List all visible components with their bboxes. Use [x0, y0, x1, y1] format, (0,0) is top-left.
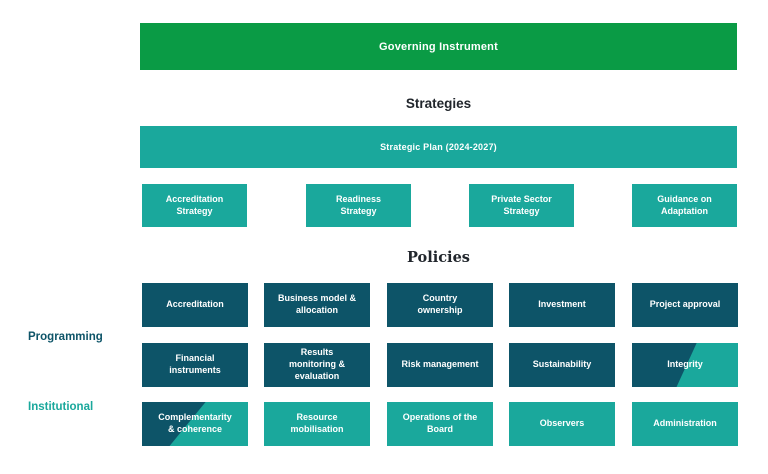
programming-category-label: Programming	[28, 331, 103, 343]
governing-instrument-banner: Governing Instrument	[140, 23, 737, 70]
policy-box-label: Operations of the Board	[402, 412, 478, 434]
policy-box-label: Investment	[538, 299, 586, 310]
policy-box-financial-instruments: Financial instruments	[142, 343, 248, 387]
policy-box-investment: Investment	[509, 283, 615, 327]
policy-box-operations-of-the-board: Operations of the Board	[387, 402, 493, 446]
policy-box-accreditation: Accreditation	[142, 283, 248, 327]
policy-box-label: Project approval	[649, 299, 721, 310]
policy-box-label: Business model & allocation	[277, 293, 357, 315]
strategy-box-label: Private Sector Strategy	[491, 193, 552, 216]
policy-box-label: Financial instruments	[169, 353, 221, 375]
strategy-box-label: Readiness Strategy	[335, 193, 382, 216]
policy-box-label: Risk management	[401, 359, 479, 370]
governing-instrument-label: Governing Instrument	[379, 40, 498, 53]
policies-section-heading: Policies	[407, 249, 470, 266]
policy-box-integrity: Integrity	[632, 343, 738, 387]
institutional-category-label: Institutional	[28, 401, 94, 413]
policy-box-business-model-allocation: Business model & allocation	[264, 283, 370, 327]
policy-box-label: Complementarity & coherence	[158, 412, 232, 434]
policy-box-results-monitoring-evaluation: Results monitoring & evaluation	[264, 343, 370, 387]
policy-box-resource-mobilisation: Resource mobilisation	[264, 402, 370, 446]
strategy-box-accreditation: Accreditation Strategy	[142, 184, 247, 227]
policy-box-complementarity-coherence: Complementarity & coherence	[142, 402, 248, 446]
strategic-plan-label: Strategic Plan (2024-2027)	[380, 142, 497, 152]
strategy-box-label: Guidance on Adaptation	[657, 193, 712, 216]
strategy-box-private-sector: Private Sector Strategy	[469, 184, 574, 227]
policy-box-label: Integrity	[667, 359, 703, 370]
policy-box-label: Observers	[539, 418, 585, 429]
policy-box-label: Resource mobilisation	[290, 412, 344, 434]
policy-box-observers: Observers	[509, 402, 615, 446]
policy-box-administration: Administration	[632, 402, 738, 446]
strategy-box-label: Accreditation Strategy	[165, 193, 224, 216]
policy-box-risk-management: Risk management	[387, 343, 493, 387]
policy-box-project-approval: Project approval	[632, 283, 738, 327]
strategy-box-readiness: Readiness Strategy	[306, 184, 411, 227]
policy-box-label: Country ownership	[417, 293, 463, 315]
policy-box-label: Accreditation	[166, 299, 224, 310]
strategy-box-guidance-adaptation: Guidance on Adaptation	[632, 184, 737, 227]
policy-box-label: Administration	[653, 418, 717, 429]
policy-box-country-ownership: Country ownership	[387, 283, 493, 327]
policy-box-label: Results monitoring & evaluation	[289, 347, 345, 381]
strategies-section-heading: Strategies	[405, 96, 472, 111]
policy-box-label: Sustainability	[532, 359, 592, 370]
policy-box-sustainability: Sustainability	[509, 343, 615, 387]
strategic-plan-banner: Strategic Plan (2024-2027)	[140, 126, 737, 168]
